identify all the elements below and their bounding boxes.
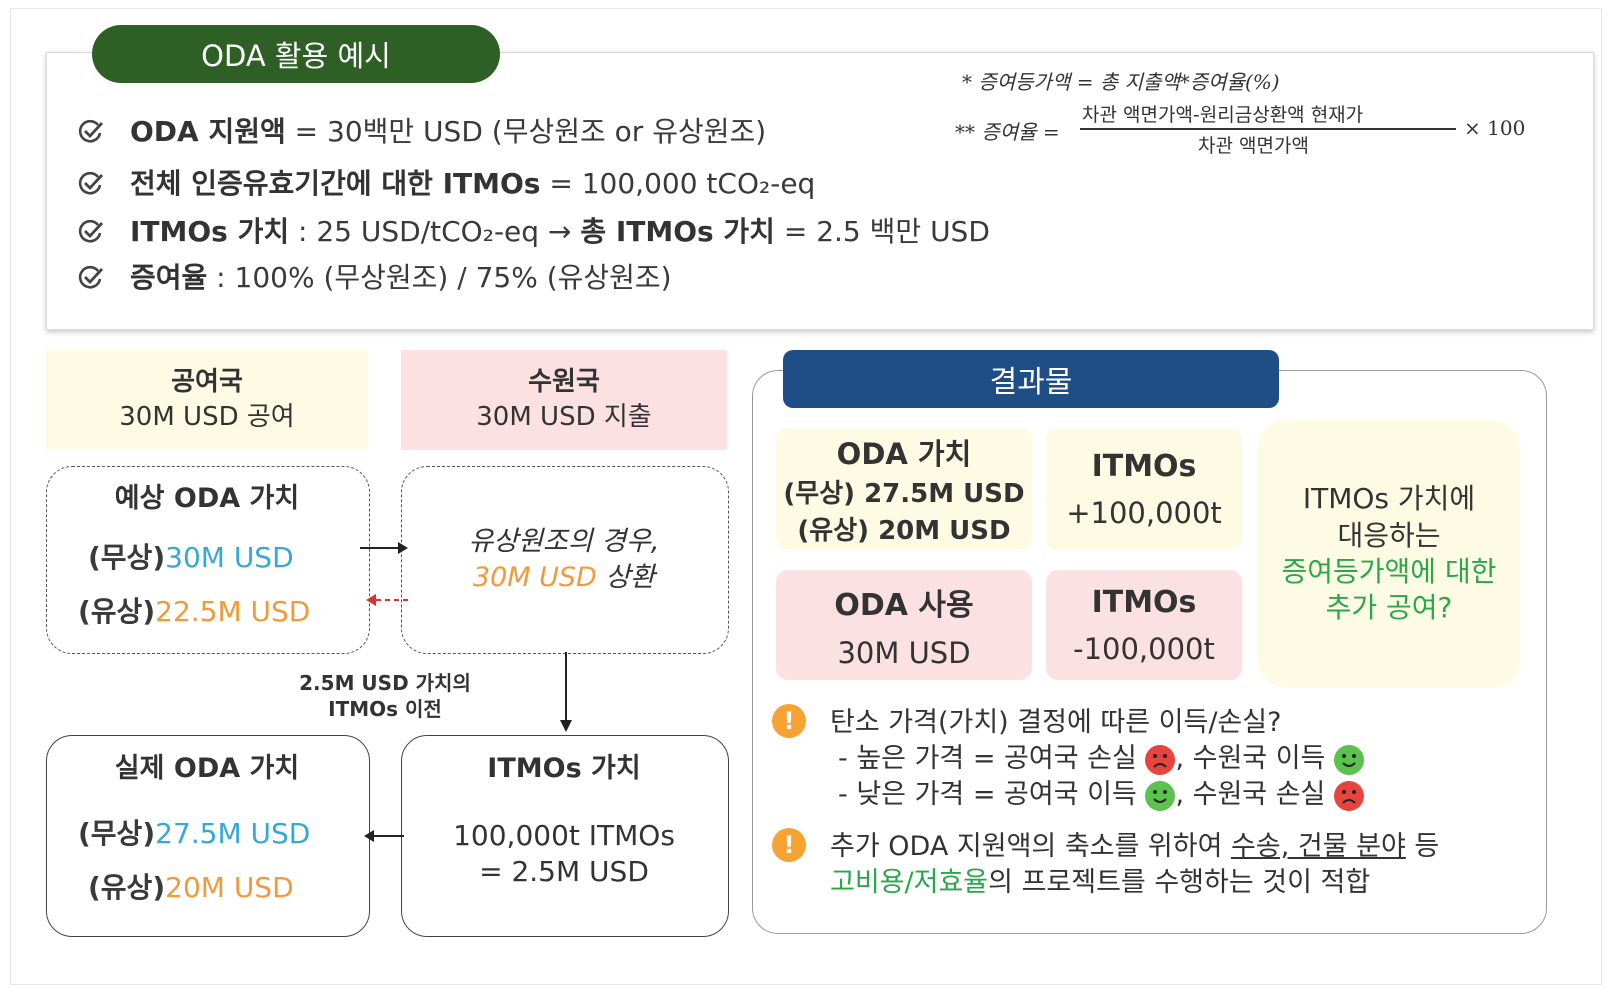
actual-loan-row: (유상)20M USD [88,871,294,904]
fraction-denominator: 차관 액면가액 [1198,135,1309,157]
bullet-oda-amount: ODA 지원액 = 30백만 USD (무상원조 or 유상원조) [130,115,767,148]
check-icon [78,265,104,289]
note-low-price: - 낮은 가격 = 공여국 이득 , 수원국 손실 [838,772,1364,811]
expected-loan-row: (유상)22.5M USD [78,595,311,628]
itmos-value-title: ITMOs 가치 [487,753,641,784]
recipient-box: 수원국 30M USD 지출 [401,350,727,450]
expected-oda-box [46,466,370,654]
itmos-value-text: 100,000t ITMOs= 2.5M USD [453,819,675,889]
fraction-multiplier: × 100 [1464,116,1526,140]
expected-oda-title: 예상 ODA 가치 [114,483,300,514]
note-reduce-oda-line1: 추가 ODA 지원액의 축소를 위하여 수송, 건물 분야 등 [830,831,1440,862]
additional-grant-cell: ITMOs 가치에 대응하는 증여등가액에 대한 추가 공여? [1258,420,1520,688]
grant-ratio-label: ** 증여율 = [955,120,1060,144]
note-price-gain-loss: 탄소 가격(가치) 결정에 따른 이득/손실? [830,707,1282,738]
bullet-grant-ratio: 증여율 : 100% (무상원조) / 75% (유상원조) [130,261,672,294]
grant-equivalent-formula: * 증여등가액 = 총 지출액*증여율(%) [962,70,1280,94]
check-icon [78,119,104,143]
actual-grant-row: (무상)27.5M USD [78,817,311,850]
frame-border [10,8,1602,985]
oda-value-cell: ODA 가치 (무상) 27.5M USD (유상) 20M USD [776,428,1032,550]
check-icon [78,171,104,195]
recipient-title: 수원국 [528,366,600,397]
note-reduce-oda-line2: 고비용/저효율의 프로젝트를 수행하는 것이 적합 [830,867,1371,898]
bullet-itmos-value: ITMOs 가치 : 25 USD/tCO₂-eq → 총 ITMOs 가치 =… [130,215,990,248]
donor-text: 30M USD 공여 [119,402,295,432]
bullet-itmos-total: 전체 인증유효기간에 대한 ITMOs = 100,000 tCO₂-eq [130,167,816,200]
donor-title: 공여국 [171,366,243,397]
oda-use-cell: ODA 사용 30M USD [776,570,1032,680]
loan-case-text: 유상원조의 경우, 30M USD 상환 [468,526,660,594]
check-icon [78,219,104,243]
arrow-right-icon [360,542,408,554]
dashed-arrow-left-icon [366,594,412,606]
itmos-minus-cell: ITMOs -100,000t [1046,570,1242,680]
itmos-plus-cell: ITMOs +100,000t [1046,428,1242,550]
expected-grant-row: (무상)30M USD [88,541,294,574]
exclamation-icon: ! [772,828,806,862]
itmos-value-box [401,735,729,937]
arrow-down-icon [560,652,572,732]
donor-box: 공여국 30M USD 공여 [46,350,368,450]
arrow-left-icon [364,830,404,842]
actual-oda-title: 실제 ODA 가치 [114,753,300,784]
example-panel [46,52,1594,330]
actual-oda-box [46,735,370,937]
happy-face-icon [1145,780,1176,811]
sad-face-icon [1333,780,1364,811]
result-title: 결과물 [783,350,1279,408]
happy-face-icon [1333,744,1364,775]
sad-face-icon [1145,744,1176,775]
recipient-text: 30M USD 지출 [476,402,652,432]
note-high-price: - 높은 가격 = 공여국 손실 , 수원국 이득 [838,736,1364,775]
fraction-numerator: 차관 액면가액-원리금상환액 현재가 [1082,104,1364,126]
exclamation-icon: ! [772,704,806,738]
example-title: ODA 활용 예시 [92,25,500,83]
fraction-bar [1080,128,1456,130]
